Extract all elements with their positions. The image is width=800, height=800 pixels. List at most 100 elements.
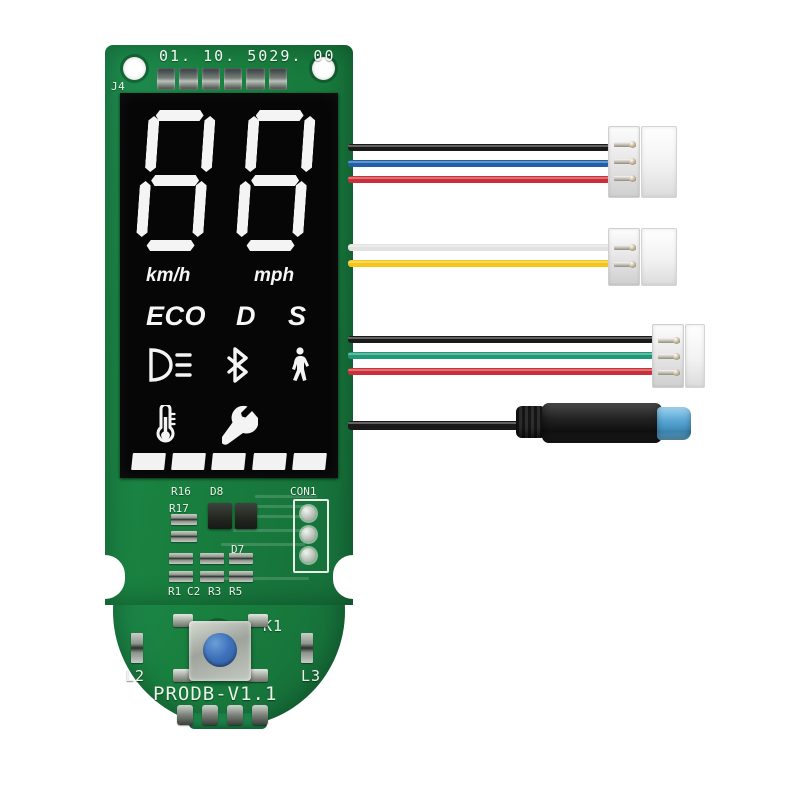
switch-leg xyxy=(248,669,268,682)
smd-component xyxy=(169,553,193,564)
silkscreen-label-d7: D7 xyxy=(231,543,245,556)
wire-black xyxy=(348,336,654,343)
jst-housing-front xyxy=(652,324,684,388)
con1-pad[interactable] xyxy=(301,548,316,563)
bluetooth-icon xyxy=(227,347,253,388)
jst-pin xyxy=(658,369,680,376)
mode-indicator-eco: ECO xyxy=(146,301,207,331)
segment-e xyxy=(136,181,151,237)
pedestrian-walk-icon xyxy=(287,347,311,388)
segment-c xyxy=(192,181,207,237)
through-hole-pad-row xyxy=(177,705,268,725)
barrel-tip-cap xyxy=(657,407,691,440)
cable-3pin-upper xyxy=(348,140,618,190)
silkscreen-part-number: 01. 10. 5029. 00 xyxy=(159,47,336,65)
lcd-pad xyxy=(246,68,265,90)
cable-2pin-middle xyxy=(348,240,618,276)
through-hole-pad[interactable] xyxy=(227,705,243,725)
segment-f xyxy=(145,116,160,172)
connector-3pin-upper[interactable] xyxy=(608,126,677,198)
mode-indicator-drive: D xyxy=(236,301,257,331)
lcd-pad xyxy=(179,68,198,90)
smd-resistor-r17 xyxy=(171,531,197,542)
speed-digit-tens xyxy=(129,107,225,257)
segment-g xyxy=(151,175,200,186)
connector-3pin-lower[interactable] xyxy=(652,324,705,388)
smd-component xyxy=(229,553,253,564)
segment-c xyxy=(292,181,307,237)
thermometer-icon xyxy=(152,403,178,450)
through-hole-pad[interactable] xyxy=(177,705,193,725)
pcb-component-area: R16 R17 D8 D7 CON1 R1 C2 R3 R5 K1 xyxy=(105,481,353,725)
segment-b xyxy=(301,116,316,172)
power-button-cap[interactable] xyxy=(203,633,237,667)
smd-resistor-r16 xyxy=(171,514,197,525)
jst-pin xyxy=(614,261,636,268)
jst-pin xyxy=(614,141,636,148)
power-button[interactable] xyxy=(189,621,251,681)
through-hole-pad[interactable] xyxy=(252,705,268,725)
headlight-icon xyxy=(147,348,193,387)
smd-component xyxy=(169,571,193,582)
battery-segment xyxy=(131,453,167,470)
segment-d xyxy=(246,240,295,251)
pcb-notch-right xyxy=(333,555,359,599)
speed-readout xyxy=(129,107,331,257)
connector-2pin-middle[interactable] xyxy=(608,228,677,286)
mounting-hole-top-left xyxy=(123,57,146,80)
cable-waterproof-barrel xyxy=(348,418,528,438)
jst-housing-back xyxy=(641,228,677,286)
jst-pin xyxy=(614,175,636,182)
mounting-hole-top-right xyxy=(312,57,335,80)
wire-black xyxy=(348,421,524,430)
barrel-body xyxy=(542,403,662,443)
wire-red xyxy=(348,176,610,183)
lcd-pad xyxy=(223,68,243,90)
battery-segment xyxy=(171,453,207,470)
silkscreen-label-r17: R17 xyxy=(169,502,189,515)
smd-component xyxy=(200,571,224,582)
con1-pad[interactable] xyxy=(301,506,316,521)
segment-d xyxy=(146,240,195,251)
pcb-trace xyxy=(255,495,317,498)
silkscreen-label-c2: C2 xyxy=(187,585,201,598)
jst-housing-back xyxy=(641,126,677,198)
lcd-display: km/h mph ECO D S xyxy=(120,93,338,478)
status-icon-row-secondary xyxy=(120,403,338,450)
speed-digit-ones xyxy=(229,107,325,257)
silkscreen-label-r5: R5 xyxy=(229,585,243,598)
jst-housing-front xyxy=(608,228,640,286)
con1-outline xyxy=(293,499,329,573)
segment-f xyxy=(245,116,260,172)
wire-yellow xyxy=(348,260,610,267)
wire-blue xyxy=(348,160,610,167)
pcb-trace xyxy=(255,515,313,518)
battery-level-bar xyxy=(131,453,327,470)
segment-e xyxy=(236,181,251,237)
battery-segment xyxy=(211,453,247,470)
jst-pin xyxy=(658,353,680,360)
lcd-pad xyxy=(201,68,220,90)
wire-black xyxy=(348,144,610,151)
connector-waterproof-barrel[interactable] xyxy=(516,403,706,452)
pcb-trace xyxy=(233,529,303,532)
wire-white xyxy=(348,244,610,251)
silkscreen-board-revision: PRODB-V1.1 xyxy=(153,683,278,705)
inductor-l3 xyxy=(301,633,313,663)
silkscreen-label-d8: D8 xyxy=(210,485,224,498)
silkscreen-label-r3: R3 xyxy=(208,585,222,598)
cable-3pin-lower xyxy=(348,332,668,380)
jst-pin xyxy=(614,158,636,165)
segment-a xyxy=(255,110,304,121)
switch-leg xyxy=(173,614,193,627)
con1-pad[interactable] xyxy=(301,527,316,542)
wrench-icon xyxy=(220,405,259,450)
through-hole-pad[interactable] xyxy=(202,705,218,725)
jst-pin xyxy=(614,244,636,251)
diode-d8 xyxy=(208,503,232,529)
silkscreen-label-r16: R16 xyxy=(171,485,191,498)
pcb-trace xyxy=(255,505,307,508)
battery-segment xyxy=(251,453,287,470)
jst-housing-front xyxy=(608,126,640,198)
silkscreen-label-l2: L2 xyxy=(125,667,146,685)
